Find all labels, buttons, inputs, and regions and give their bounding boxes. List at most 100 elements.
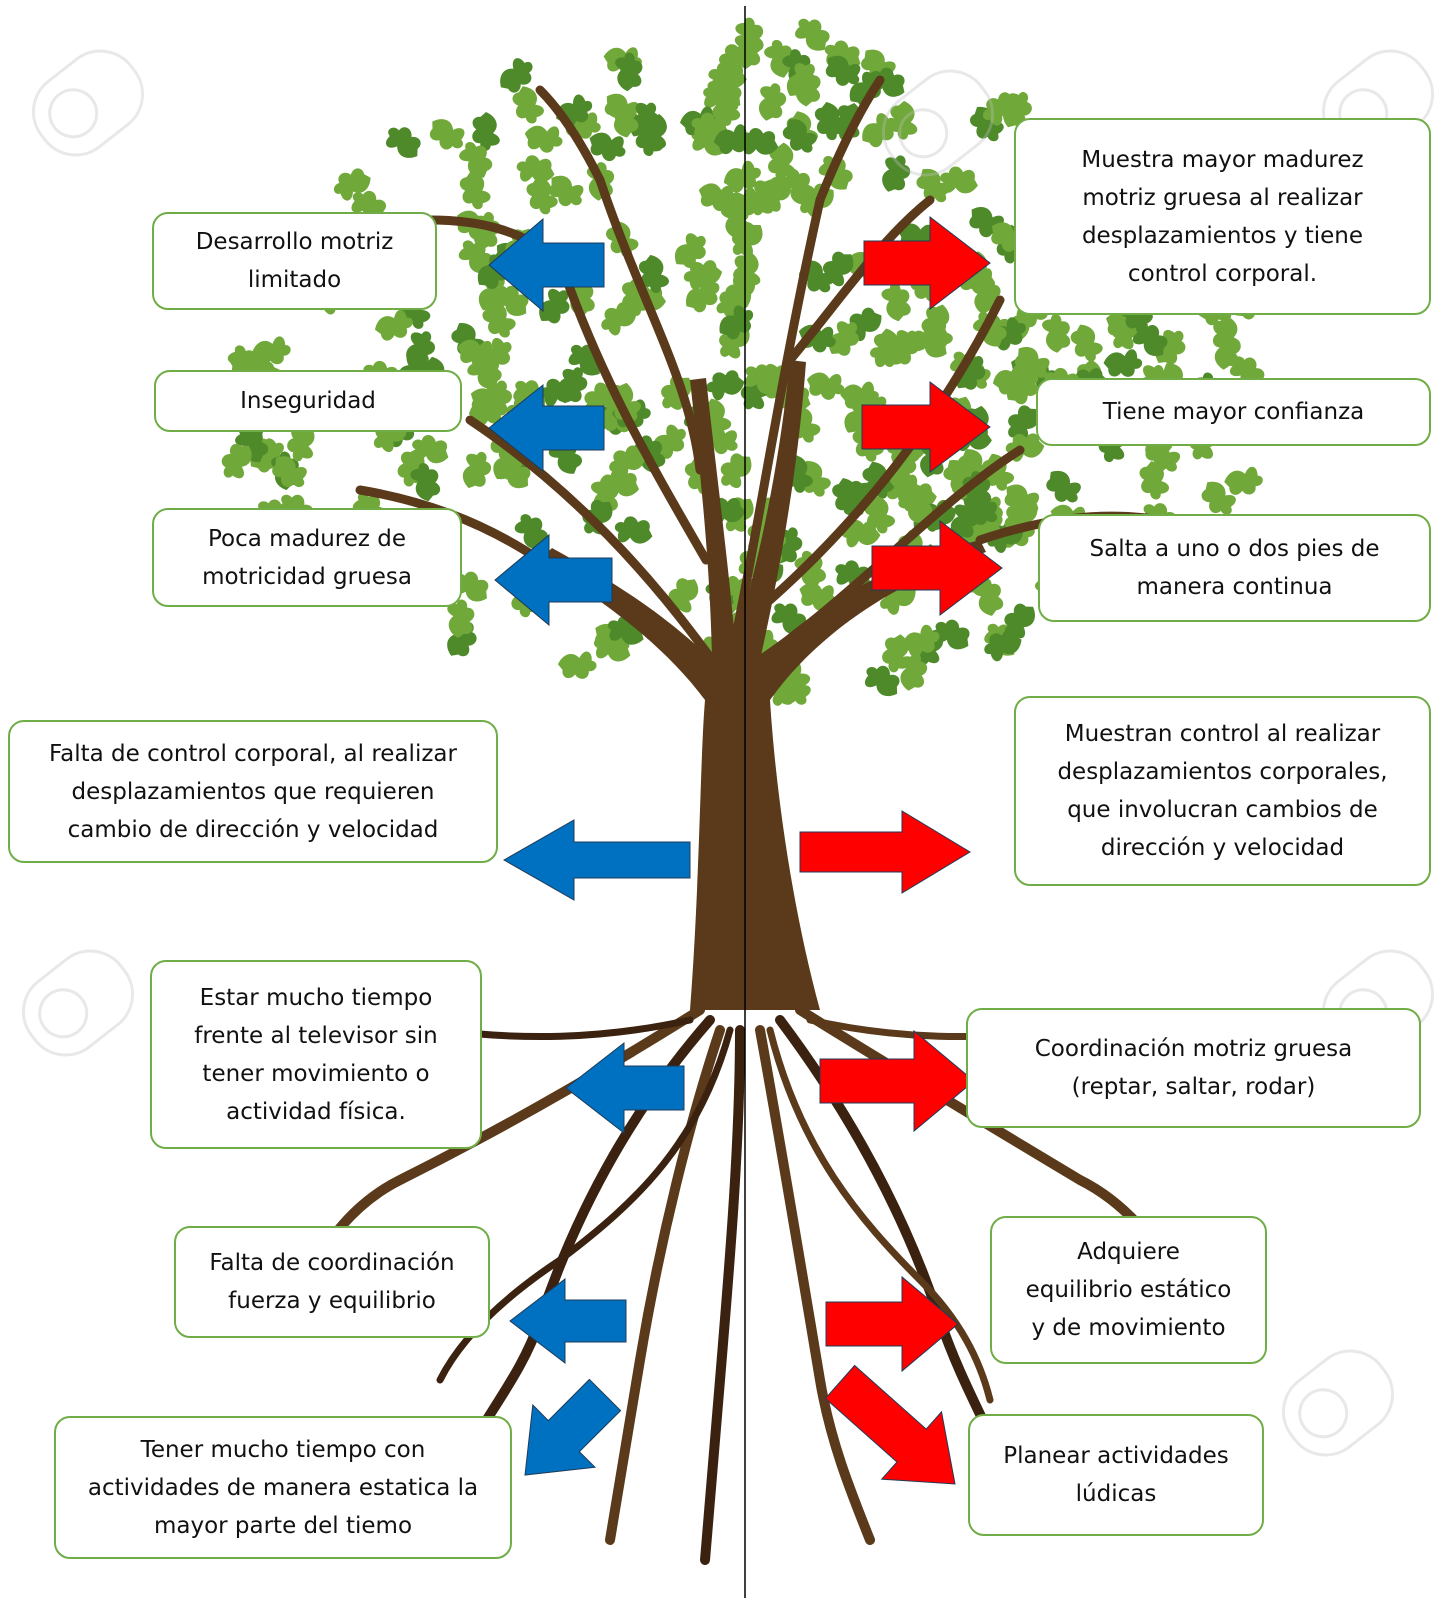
branch [465, 415, 717, 665]
leaf [898, 489, 933, 524]
arrow-left-blue [509, 1277, 627, 1365]
leaf-cluster [898, 489, 933, 524]
leaf [272, 456, 307, 488]
leaf-cluster [1042, 314, 1071, 353]
leaf [984, 629, 1022, 662]
branch [555, 255, 711, 565]
leaf [608, 99, 639, 138]
arrow-left-blue [494, 533, 613, 627]
leaf [512, 86, 544, 124]
leaf [495, 457, 531, 489]
leaf [1224, 466, 1263, 495]
leaf-cluster [683, 260, 723, 290]
leaf [764, 39, 795, 78]
leaf [814, 102, 845, 141]
leaf [707, 78, 742, 109]
leaf-cluster [1006, 369, 1039, 405]
leaf-cluster [1103, 349, 1143, 377]
leaf-cluster [902, 624, 940, 657]
leaf-cluster [458, 240, 494, 274]
leaf-cluster [940, 166, 978, 194]
leaf [864, 495, 896, 534]
leaf [1070, 324, 1103, 362]
leaf-cluster [614, 516, 653, 544]
leaf-cluster [882, 634, 909, 673]
box-mayor-confianza: Tiene mayor confianza [1036, 378, 1431, 446]
leaf-cluster [735, 17, 764, 57]
branch [765, 295, 1005, 605]
leaf-cluster [462, 451, 492, 489]
leaf [539, 288, 570, 324]
arrow-left-blue [502, 819, 691, 901]
arrow-right-red [825, 1275, 959, 1373]
leaf [459, 142, 493, 178]
leaf-cluster [881, 282, 911, 322]
arrow-right-red [819, 1029, 975, 1133]
leaf [500, 58, 533, 93]
leaf [601, 302, 637, 336]
leaf-cluster [221, 443, 252, 479]
leaf-cluster [795, 18, 830, 51]
leaf [1004, 603, 1035, 639]
leaf [832, 478, 864, 516]
arrow-left-blue [488, 217, 605, 313]
leaf-cluster [707, 78, 742, 109]
leaf-cluster [698, 183, 736, 212]
leaf [698, 183, 736, 212]
leaf [472, 112, 500, 151]
leaf-cluster [272, 456, 307, 488]
leaf-cluster [719, 323, 750, 359]
leaf-cluster [668, 578, 699, 613]
leaf [287, 424, 315, 462]
leaf-cluster [748, 179, 777, 216]
leaf-cluster [470, 388, 507, 417]
root [700, 1025, 745, 1565]
leaf-cluster [1132, 324, 1168, 357]
leaf [865, 665, 900, 697]
leaf-cluster [500, 58, 533, 93]
leaf-cluster [615, 52, 643, 92]
leaf-cluster [782, 119, 817, 153]
leaf-cluster [429, 119, 465, 150]
leaf-cluster [1145, 440, 1181, 472]
leaf-cluster [865, 665, 900, 697]
leaf-cluster [916, 168, 951, 203]
leaf-cluster [864, 495, 896, 534]
leaf [916, 168, 951, 203]
leaf [429, 119, 465, 150]
leaf-cluster [447, 599, 475, 638]
leaf [771, 603, 807, 635]
leaf [462, 451, 492, 489]
leaf-cluster [758, 83, 787, 121]
leaf [557, 651, 597, 679]
root [755, 1025, 875, 1545]
leaf [935, 619, 970, 650]
leaf [719, 323, 750, 359]
arrow-down-left-blue [524, 1378, 622, 1476]
leaf-cluster [516, 155, 555, 183]
leaf [526, 176, 558, 215]
leaf [410, 462, 441, 502]
leaf [412, 434, 449, 464]
leaf-cluster [568, 344, 604, 376]
leaf-cluster [786, 63, 817, 98]
leaf [470, 388, 507, 417]
leaf [639, 254, 670, 294]
leaf [601, 468, 640, 497]
leaf-cluster [1004, 498, 1038, 533]
leaf [582, 499, 613, 535]
leaf-cluster [287, 424, 315, 462]
leaf-cluster [526, 176, 558, 215]
leaf-cluster [410, 462, 441, 502]
leaf [1103, 349, 1143, 377]
leaf-cluster [385, 127, 421, 158]
leaf [1155, 330, 1186, 365]
trunk-shape [540, 360, 986, 1010]
arrow-left-blue [565, 1041, 685, 1135]
